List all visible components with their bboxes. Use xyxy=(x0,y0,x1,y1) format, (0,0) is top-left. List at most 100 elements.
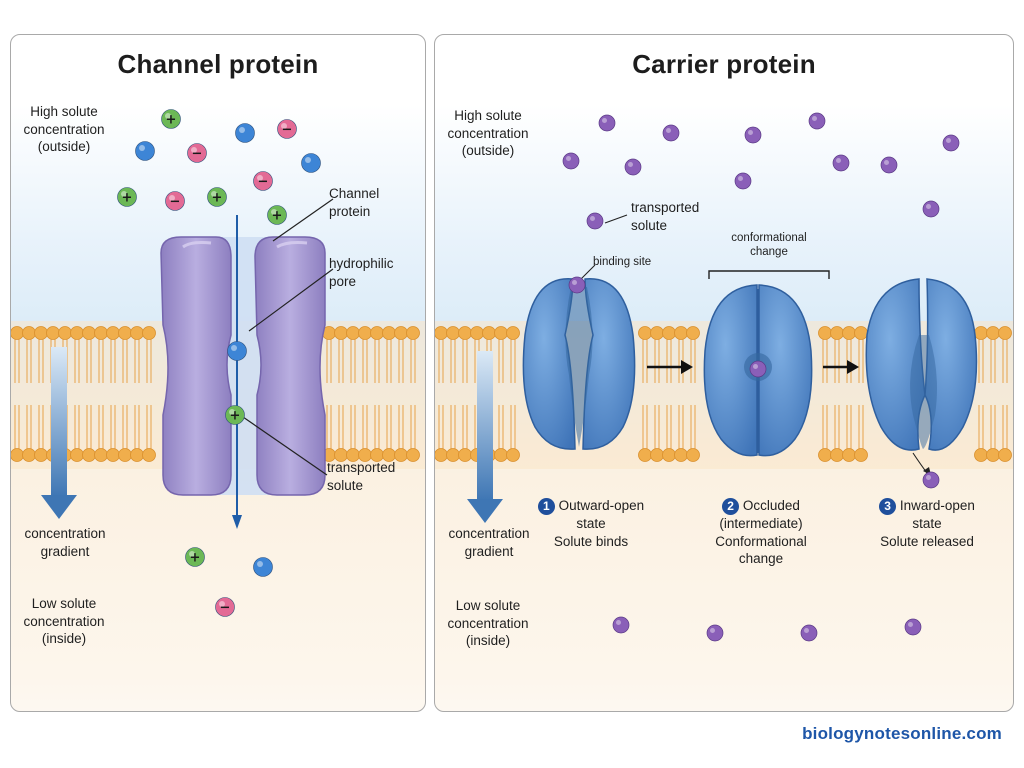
lipid-head xyxy=(370,326,384,340)
state-arrow-2-3 xyxy=(823,360,859,374)
lipid-head xyxy=(406,448,420,462)
lipid-head xyxy=(382,326,396,340)
solute-group xyxy=(562,112,960,642)
channel-diagram: +−−−+−++++− xyxy=(11,109,425,617)
lipid-head xyxy=(638,326,652,340)
lipid-head xyxy=(70,326,84,340)
neutral-ion xyxy=(301,153,321,173)
channel-protein-panel: Channel protein xyxy=(10,34,426,712)
positive-ion xyxy=(267,205,287,225)
solute-molecule xyxy=(624,158,642,176)
lipid-head xyxy=(334,326,348,340)
solute-molecule xyxy=(734,172,752,190)
lipid-head xyxy=(11,448,24,462)
carrier-protein-panel: Carrier protein xyxy=(434,34,1014,712)
neutral-ion xyxy=(227,341,247,361)
solute-molecule xyxy=(922,200,940,218)
lipid-head xyxy=(94,326,108,340)
channel-protein xyxy=(160,215,326,529)
callout-line-transported-solute xyxy=(604,214,628,224)
lipid-head xyxy=(638,448,652,462)
solute-molecule xyxy=(744,126,762,144)
lipid-head xyxy=(650,448,664,462)
lipid-head xyxy=(394,326,408,340)
solute-molecule xyxy=(706,624,724,642)
positive-ion xyxy=(117,187,137,207)
positive-ion xyxy=(225,405,245,425)
website-footer: biologynotesonline.com xyxy=(802,724,1002,743)
plus-sign: + xyxy=(166,113,177,128)
lipid-head xyxy=(118,326,132,340)
plus-sign: + xyxy=(122,191,133,206)
solute-molecule xyxy=(832,154,850,172)
lipid-head xyxy=(998,326,1012,340)
step-3-label: 3 Inward-open state Solute released xyxy=(879,498,975,549)
lipid-head xyxy=(818,448,832,462)
lipid-head xyxy=(494,326,508,340)
lipid-head xyxy=(842,448,856,462)
minus-sign: − xyxy=(282,123,293,138)
lipid-head xyxy=(130,326,144,340)
lipid-head xyxy=(458,448,472,462)
callout-line-pore xyxy=(248,268,334,332)
lipid-head xyxy=(34,448,48,462)
solute-molecule xyxy=(612,616,630,634)
step-1-number: 1 xyxy=(537,498,555,515)
lipid-head xyxy=(358,326,372,340)
plus-sign: + xyxy=(272,209,283,224)
callout-line-channel xyxy=(272,198,334,242)
lipid-head xyxy=(998,448,1012,462)
lipid-head xyxy=(482,326,496,340)
minus-sign: − xyxy=(220,601,231,616)
solute-molecule xyxy=(904,618,922,636)
step-1-label: 1 Outward-open state Solute binds xyxy=(531,497,651,550)
lipid-head xyxy=(70,448,84,462)
solute-molecule xyxy=(562,152,580,170)
lipid-head xyxy=(58,326,72,340)
lipid-head xyxy=(142,448,156,462)
lipid-head xyxy=(686,326,700,340)
positive-ion xyxy=(185,547,205,567)
solute-molecule xyxy=(598,114,616,132)
carrier-title: Carrier protein xyxy=(632,49,816,79)
lipid-head xyxy=(854,448,868,462)
lipid-head xyxy=(130,448,144,462)
lipid-head xyxy=(446,326,460,340)
step-2-label: 2 Occluded (intermediate) Conformational… xyxy=(715,498,807,567)
lipid-head xyxy=(506,448,520,462)
lipid-head xyxy=(662,326,676,340)
solute-molecule xyxy=(586,212,604,230)
solute-molecule xyxy=(662,124,680,142)
solute-molecule xyxy=(808,112,826,130)
state-arrow-1-2 xyxy=(647,360,693,374)
solute-molecule xyxy=(880,156,898,174)
lipid-head xyxy=(34,326,48,340)
negative-ion xyxy=(215,597,235,617)
lipid-head xyxy=(986,326,1000,340)
lipid-head xyxy=(818,326,832,340)
lipid-head xyxy=(94,448,108,462)
neutral-ion xyxy=(135,141,155,161)
lipid-head xyxy=(854,326,868,340)
plus-sign: + xyxy=(230,409,241,424)
lipid-head xyxy=(986,448,1000,462)
lipid-head xyxy=(470,326,484,340)
lipid-head xyxy=(842,326,856,340)
concentration-gradient-arrow xyxy=(467,351,503,523)
carrier-occluded xyxy=(703,284,813,457)
solute-molecule xyxy=(800,624,818,642)
lipid-head xyxy=(142,326,156,340)
negative-ion xyxy=(187,143,207,163)
callout-line-solute xyxy=(242,416,328,476)
lipid-head xyxy=(22,326,36,340)
lipid-head xyxy=(406,326,420,340)
carrier-outward-open xyxy=(522,278,636,450)
